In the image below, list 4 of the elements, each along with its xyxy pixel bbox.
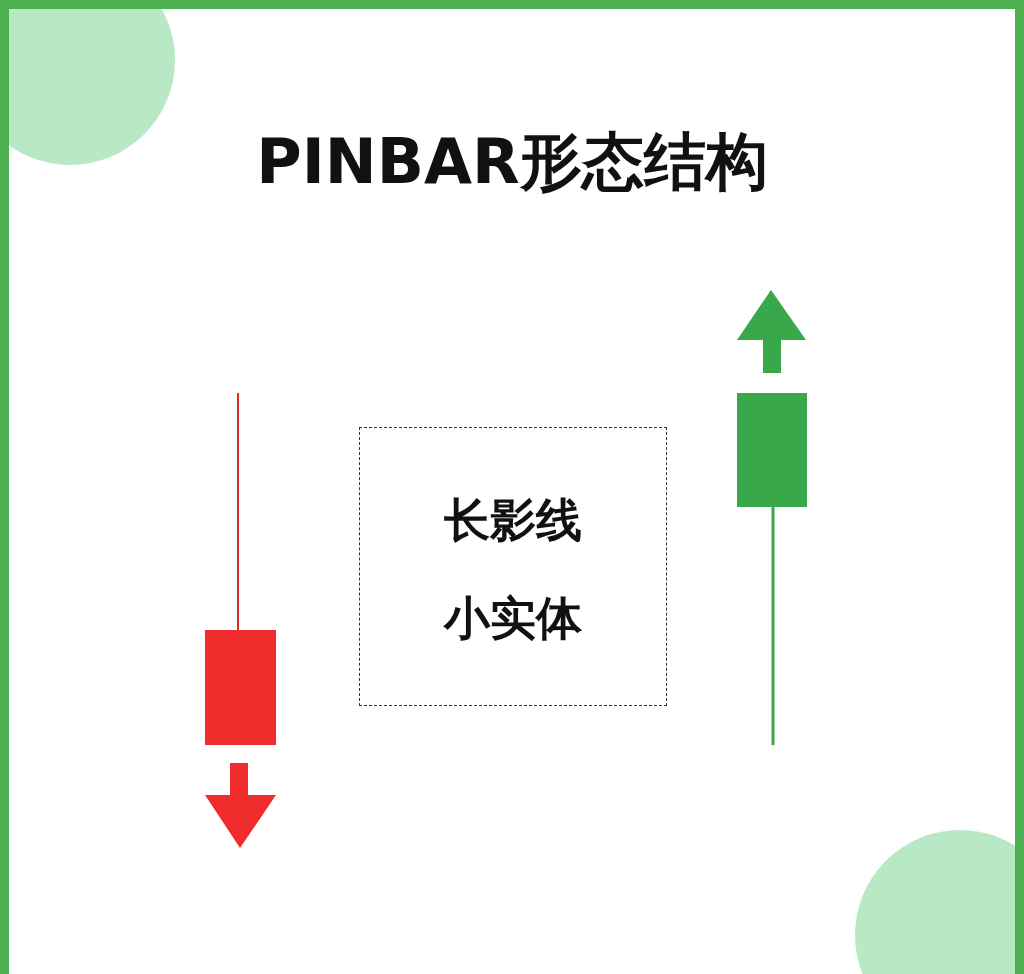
title: PINBAR形态结构: [255, 124, 769, 200]
dashed-text-box: [359, 427, 667, 706]
box-text: 小实体: [442, 590, 583, 647]
box-text: 长影线: [443, 492, 583, 549]
